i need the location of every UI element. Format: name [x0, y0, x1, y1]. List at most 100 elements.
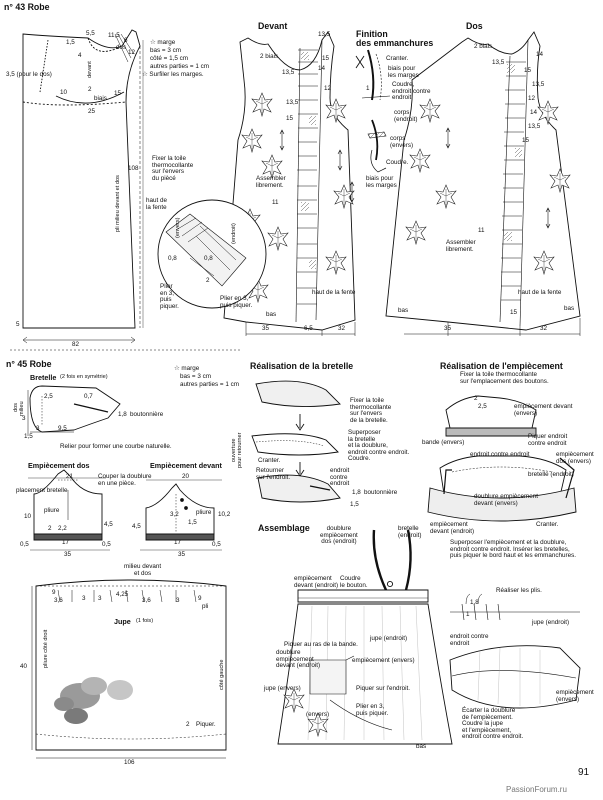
devant-assembler: Assembler librement.	[256, 175, 286, 189]
jupe-9a: 9	[52, 589, 56, 596]
robe-43-pattern-piece	[22, 29, 144, 344]
asm-emp-envers-2: empiècement (envers)	[556, 689, 594, 703]
devant-32: 32	[338, 325, 346, 332]
jupe-3a: 3	[82, 595, 86, 602]
devant-endroit: (endroit)	[231, 223, 237, 244]
dos-bas-2: bas	[564, 305, 575, 312]
finition-emmanchures-drawing	[355, 49, 391, 173]
empiecement-devant-piece	[140, 479, 222, 551]
finition-corps-envers: corps (envers)	[390, 135, 414, 149]
bretelle-9-5: 9,5	[58, 425, 67, 432]
bretelle-boutonniere: boutonnière	[130, 411, 164, 418]
bretelle-2-5: 2,5	[44, 393, 53, 400]
finition-title: Finition des emmanchures	[356, 29, 434, 49]
empiecement-dos-piece	[28, 469, 110, 551]
jupe-pliure-cote: pliure côté droit	[43, 629, 49, 668]
asm-ecarter: Écarter la doublure de l'empiècement. Co…	[462, 707, 524, 741]
emp-dos-placement: placement bretelle	[16, 487, 68, 494]
asm-realiser-plis: Réaliser les plis.	[496, 587, 542, 594]
dos-biais: 2 biais	[474, 43, 493, 50]
jupe-9b: 9	[198, 595, 202, 602]
bretelle-relier: Relier pour former une courbe naturelle.	[60, 443, 172, 450]
devant-num-3: 14	[318, 65, 326, 72]
dos-num-6: 14	[530, 109, 538, 116]
bretelle-title: Bretelle	[30, 373, 57, 382]
dos-assembler: Assembler librement.	[446, 239, 476, 253]
label-devant-43: devant	[87, 61, 93, 78]
jupe-3b: 3	[98, 595, 102, 602]
devant-6-5: 6,5	[304, 325, 313, 332]
emp-dos-0-5b: 0,5	[102, 541, 111, 548]
jupe-cote-gauche: côté gauche	[219, 659, 225, 690]
dos-num-1: 14	[536, 51, 544, 58]
finition-coudre: Coudre, endroit contre endroit	[392, 81, 431, 102]
asm-plier-3: Plier en 3, puis piquer.	[356, 703, 389, 717]
dos-num-5: 12	[528, 95, 536, 102]
dos-bas-1: bas	[398, 307, 409, 314]
asm-jupe: jupe (endroit)	[370, 635, 408, 642]
devant-fixer-note: Fixer la toile thermocollante sur l'enve…	[152, 155, 194, 182]
dos-n11: 11	[478, 227, 485, 234]
finition-cranter: Cranter.	[386, 55, 409, 62]
realisation-bretelle-drawings	[251, 380, 341, 503]
real-emp-bande: bande (envers)	[422, 439, 465, 446]
real-bretelle-endroit: endroit contre endroit	[330, 467, 350, 488]
devant-biais: 2 biais	[260, 53, 279, 60]
realisation-empiecement-drawings	[427, 395, 577, 522]
dos-num-7: 13,5	[528, 123, 541, 130]
asm-bretelle: bretelle (endroit)	[398, 525, 422, 539]
dim-11-5: 11,5	[108, 32, 120, 39]
robe-43-note-5: ☆ Surfiler les marges.	[142, 71, 204, 78]
emp-dev-4-5: 4,5	[132, 523, 141, 530]
asm-endroit-contre: endroit contre endroit	[450, 633, 489, 647]
devant-num-7: 15	[286, 115, 294, 122]
page-number: 91	[578, 767, 590, 778]
emp-dos-couper: Couper la doublure en une pièce.	[98, 473, 152, 487]
real-bretelle-1-8: 1,8	[352, 489, 361, 496]
dos-num-8: 15	[522, 137, 530, 144]
robe-43-note-1: ☆ marge	[150, 39, 176, 46]
asm-piquer-ras: Piquer au ras de la bande.	[284, 641, 358, 648]
asm-1-8: 1,8	[470, 599, 479, 606]
bretelle-1-8: 1,8	[118, 411, 127, 418]
asm-emp-envers: empiècement (envers)	[352, 657, 415, 664]
finition-corps: corps (endroit)	[394, 109, 418, 123]
robe-43-note-4: autres parties = 1 cm	[150, 63, 209, 70]
bretelle-milieu: milieu	[19, 401, 25, 416]
bretelle-3b: 3	[36, 425, 40, 432]
asm-1: 1	[466, 611, 470, 618]
jupe-pli: pli	[202, 603, 209, 610]
emp-dev-35: 35	[178, 551, 186, 558]
label-dos-43: dos	[116, 44, 127, 51]
jupe-3c: 3	[176, 597, 180, 604]
finition-biais-marges-2: biais pour les marges	[366, 175, 397, 189]
devant-num-6: 13,5	[286, 99, 299, 106]
jupe-piquer: Piquer.	[196, 721, 216, 728]
dim-82: 82	[72, 341, 80, 348]
jupe-3-6a: 3,6	[54, 597, 63, 604]
real-bretelle-retourner: Retourner sur l'endroit.	[256, 467, 291, 481]
real-bretelle-cranter: Cranter.	[258, 457, 281, 464]
real-emp-piquer: Piquer endroit contre endroit	[528, 433, 568, 447]
asm-piquer-endroit: Piquer sur l'endroit.	[356, 685, 411, 692]
devant-0-8b: 0,8	[204, 255, 213, 262]
dim-12: 12	[128, 49, 136, 56]
devant-title: Devant	[258, 21, 288, 31]
dos-15: 15	[510, 309, 518, 316]
emp-dev-1-5: 1,5	[188, 519, 197, 526]
dos-dress-drawing	[385, 31, 581, 336]
emp-devant-title: Empiècement devant	[150, 461, 222, 470]
devant-plier-3: Plier en 3, puis piquer.	[220, 295, 253, 309]
devant-haut-fente: haut de la fente	[146, 197, 168, 211]
emp-dev-17: 17	[174, 539, 182, 546]
dos-32: 32	[540, 325, 548, 332]
emp-dos-title: Empiècement dos	[28, 461, 90, 470]
asm-bas: bas	[416, 743, 427, 750]
robe-43-title: n° 43 Robe	[4, 2, 50, 12]
dos-title: Dos	[466, 21, 483, 31]
dim-1-5: 1,5	[66, 39, 75, 46]
bretelle-sub: (2 fois en symétrie)	[60, 374, 108, 380]
emp-dev-0-5: 0,5	[212, 541, 221, 548]
robe-45-note-2: bas = 3 cm	[180, 373, 211, 380]
